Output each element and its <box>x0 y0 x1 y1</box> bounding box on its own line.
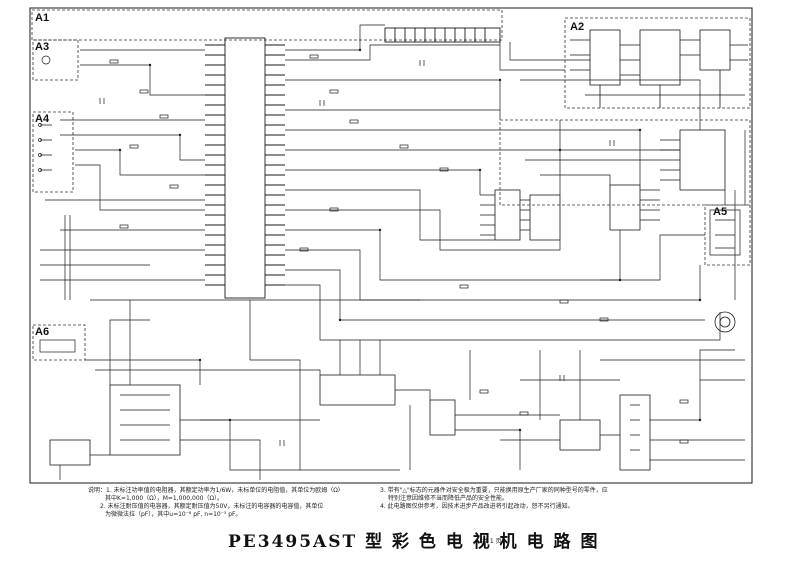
notes-right: 3. 带有"△"标志的元器件对安全极为重要，只能换用原生产厂家的同种型号的零件，… <box>380 487 608 511</box>
region-label-a5: A5 <box>713 206 728 218</box>
note-line: 特别注意因维修不当而降低产品的安全性能。 <box>388 495 509 502</box>
note-line: 说明：1. 未标注功率值的电阻器，其额定功率为1/6W，未标单位的电阻值，其单位… <box>88 487 344 494</box>
page-count: （共 1 页） <box>476 538 508 545</box>
a2-module <box>570 29 748 108</box>
a4-boundary <box>32 111 74 193</box>
components <box>38 54 741 446</box>
note-line: 4. 此电路图仅供参考，因技术进步产品改进将引起改动，恕不另行通知。 <box>380 503 574 510</box>
region-label-a1: A1 <box>35 12 50 24</box>
mid-ics <box>480 129 726 241</box>
junctions <box>118 48 702 432</box>
note-line: 其中K=1,000（Ω），M=1,000,000（Ω）。 <box>105 495 224 502</box>
notes-left: 说明：1. 未标注功率值的电阻器，其额定功率为1/6W，未标单位的电阻值，其单位… <box>88 487 344 519</box>
module-boundaries <box>31 9 751 361</box>
region-label-a6: A6 <box>35 326 50 338</box>
a6-boundary <box>32 324 86 361</box>
bottom-section <box>49 311 736 471</box>
main-ic <box>205 37 285 299</box>
a1-boundary <box>31 9 503 41</box>
diagram-title: PE3495AST 型 彩 色 电 视 机 电 路 图 <box>228 532 600 552</box>
region-label-a2: A2 <box>570 21 585 33</box>
note-line: 3. 带有"△"标志的元器件对安全极为重要，只能换用原生产厂家的同种型号的零件，… <box>380 487 608 494</box>
region-label-a4: A4 <box>35 113 50 125</box>
region-label-a3: A3 <box>35 41 50 53</box>
sheet-border <box>29 7 753 484</box>
a2-boundary <box>564 17 751 109</box>
top-connector <box>384 27 501 43</box>
note-line: 2. 未标注耐压值的电容器，其额定耐压值为50V，未标注的电容器的电容值，其单位 <box>100 503 324 510</box>
dashed-a-mid <box>499 119 751 206</box>
a3-boundary <box>32 39 79 81</box>
note-line: 为微微法拉（pF），其中u=10⁻⁶ pF, n=10⁻³ pF。 <box>105 511 242 518</box>
